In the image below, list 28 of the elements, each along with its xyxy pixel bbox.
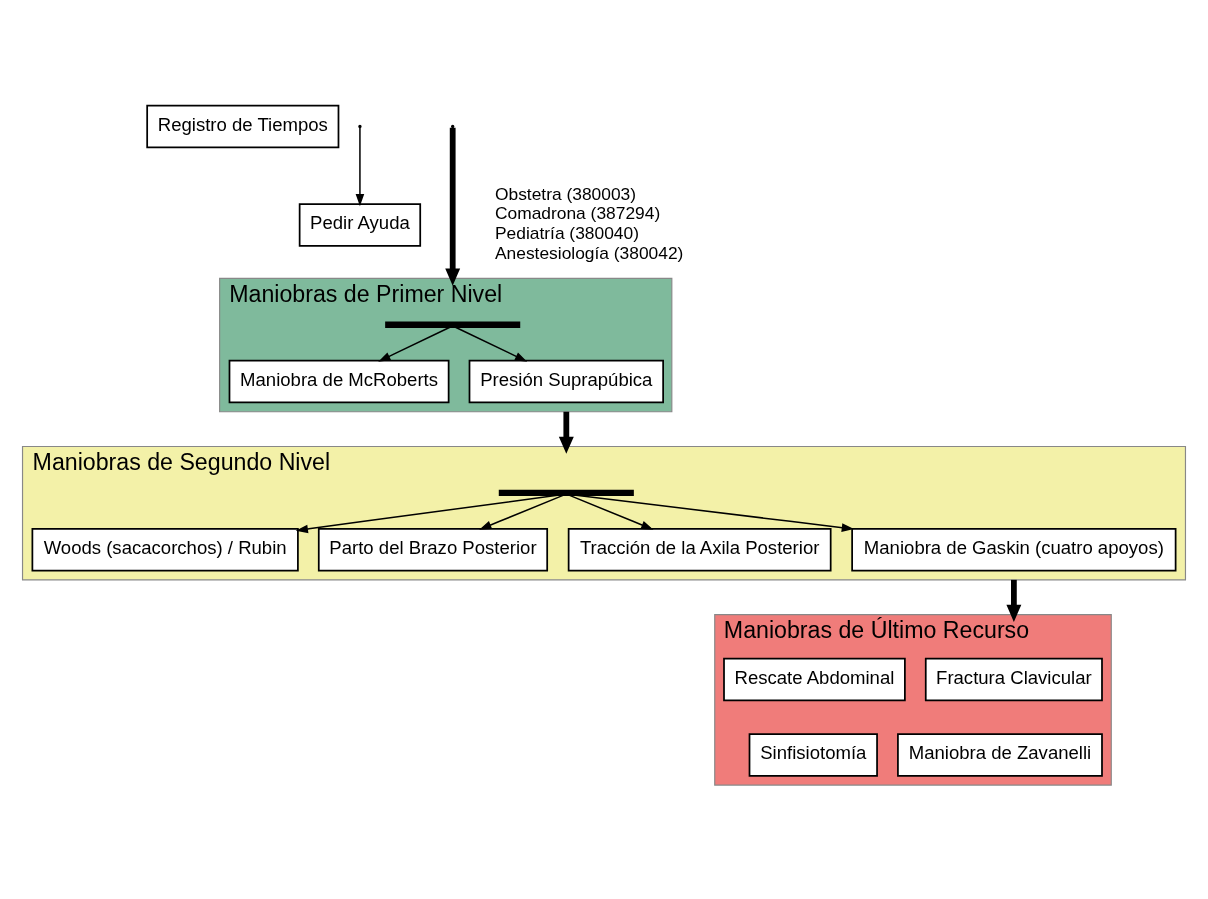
label: Pediatría (380040) bbox=[495, 222, 639, 243]
node-box: Maniobra de Zavanelli bbox=[897, 732, 1103, 777]
node-box: Pedir Ayuda bbox=[298, 202, 422, 247]
arrow bbox=[1006, 579, 1022, 622]
node-box: Maniobra de Gaskin (cuatro apoyos) bbox=[851, 527, 1177, 571]
node-box: Sinfisiotomía bbox=[748, 732, 878, 777]
node-box: Registro de Tiempos bbox=[146, 104, 340, 148]
arrow bbox=[479, 494, 564, 530]
node-box: Fractura Clavicular bbox=[924, 657, 1103, 701]
arrow bbox=[355, 126, 365, 206]
arrow bbox=[454, 326, 528, 362]
arrow bbox=[445, 127, 461, 286]
arrow bbox=[558, 411, 574, 454]
node-box: Woods (sacacorchos) / Rubin bbox=[31, 527, 299, 571]
node-box: Maniobra de McRoberts bbox=[228, 359, 450, 403]
node-box: Presión Suprapúbica bbox=[468, 359, 664, 403]
node-box: Rescate Abdominal bbox=[723, 657, 906, 701]
arrow bbox=[295, 494, 559, 533]
node-box: Tracción de la Axila Posterior bbox=[567, 527, 832, 571]
arrow bbox=[568, 494, 654, 530]
node-bar bbox=[498, 489, 634, 496]
arrow bbox=[575, 494, 855, 532]
label: Anestesiología (380042) bbox=[495, 242, 684, 263]
arrow bbox=[378, 326, 451, 362]
node-box: Parto del Brazo Posterior bbox=[317, 527, 549, 571]
label: Comadrona (387294) bbox=[495, 202, 661, 223]
label: Obstetra (380003) bbox=[495, 183, 637, 204]
node-bar bbox=[385, 321, 521, 328]
